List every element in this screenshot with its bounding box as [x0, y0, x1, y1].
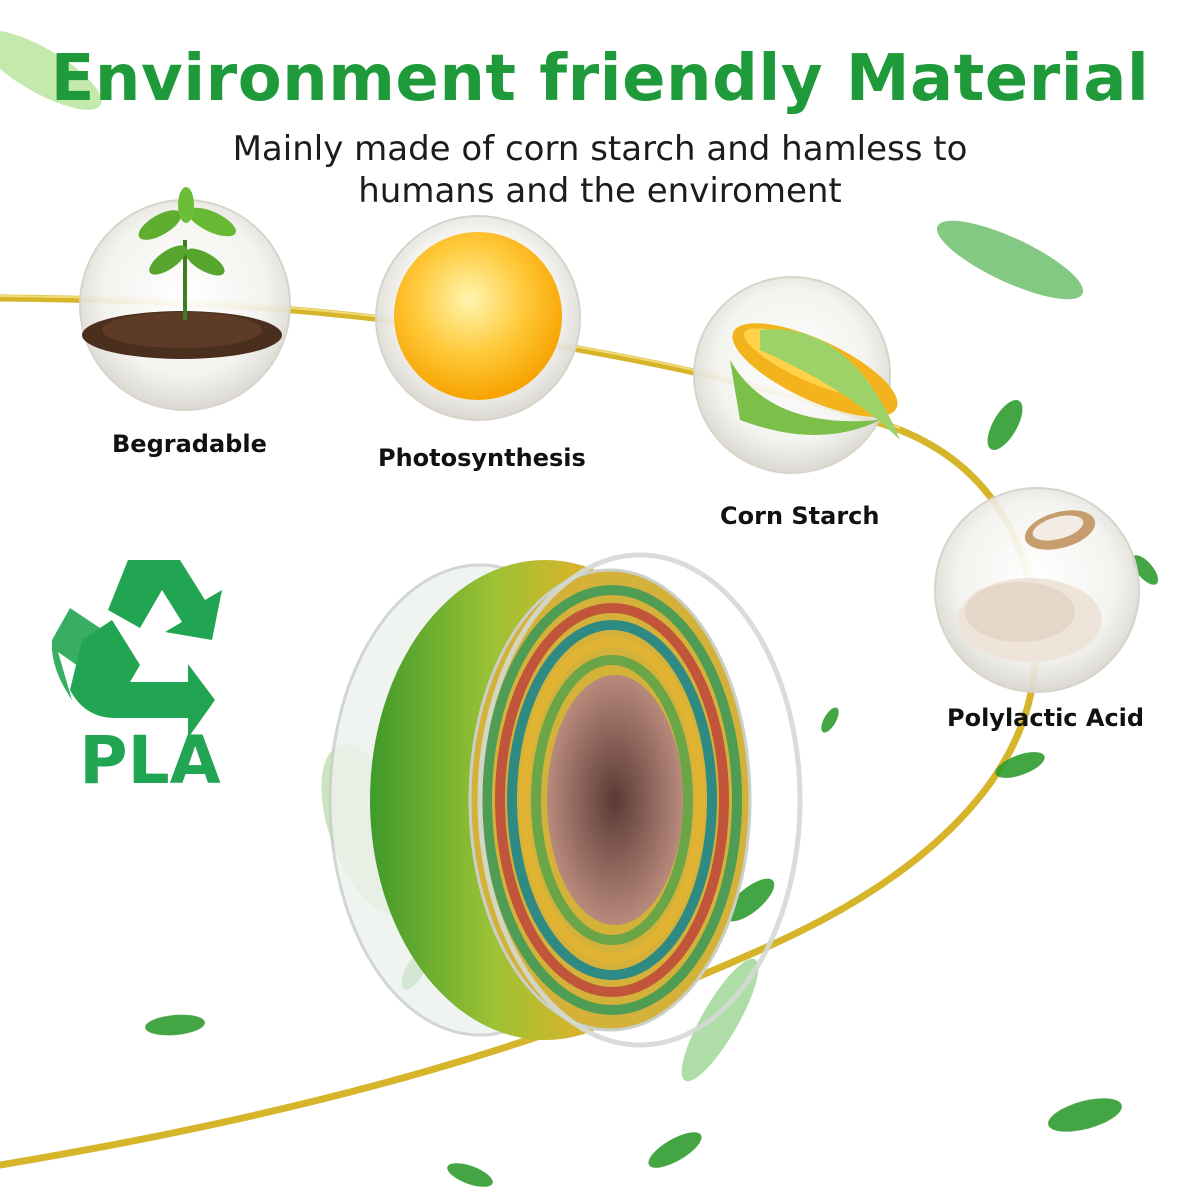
subtitle-line-2: humans and the enviroment [358, 171, 842, 211]
feature-label-photosynthesis: Photosynthesis [378, 444, 586, 472]
powder-spoon-icon [934, 487, 1140, 693]
pla-badge-label: PLA [79, 722, 221, 799]
seedling-soil-icon [79, 187, 291, 411]
feature-label-corn-starch: Corn Starch [720, 502, 880, 530]
feature-label-polylactic-acid: Polylactic Acid [947, 704, 1145, 732]
feature-label-begradable: Begradable [112, 430, 267, 458]
recycle-icon [51, 560, 222, 738]
filament-spool-image [328, 552, 803, 1048]
sun-icon [375, 215, 581, 421]
page-title: Environment friendly Material [50, 42, 1150, 116]
subtitle-line-1: Mainly made of corn starch and hamless t… [232, 129, 968, 169]
subtitle: Mainly made of corn starch and hamless t… [200, 128, 1000, 212]
corn-icon [693, 276, 900, 474]
